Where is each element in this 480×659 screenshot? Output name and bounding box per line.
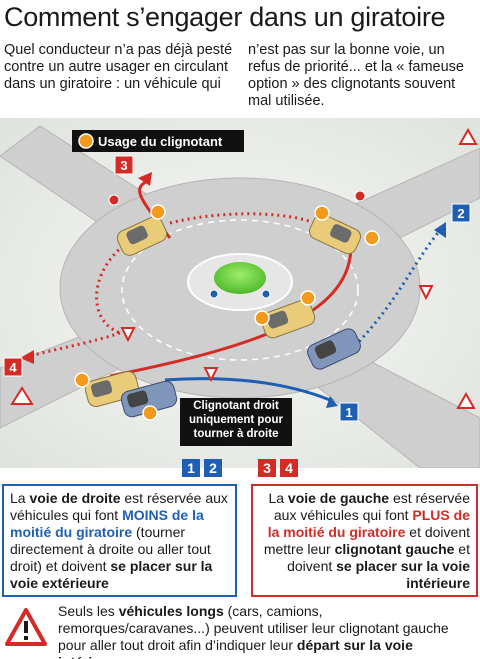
red-dotted-top — [169, 212, 321, 228]
text-span: La — [268, 490, 288, 506]
car-yellow-center — [260, 299, 316, 339]
route-number-1: 1 — [345, 405, 352, 420]
text-span: et doivent mettre leur — [263, 524, 470, 557]
text-span: La — [10, 490, 30, 506]
lane-position: se placer sur la voie intérieure — [336, 558, 470, 591]
legend-blinker-icon — [78, 133, 94, 149]
island-sign — [261, 289, 271, 299]
car-yellow-ne — [308, 213, 362, 255]
blinker-icon — [364, 230, 380, 246]
text-span: (tourner directement à droite ou aller t… — [10, 524, 211, 574]
blue-arrow-1 — [326, 396, 338, 408]
blinker-icon — [254, 310, 270, 326]
warning-sign — [458, 127, 478, 145]
text-span: et doivent — [287, 541, 470, 574]
warning-text: Seuls les véhicules longs (cars, camions… — [58, 603, 478, 659]
roundabout-illustration: Usage du clignotant Clignotant droit uni… — [0, 118, 480, 468]
callout-label: Clignotant droit uniquement pour tourner… — [189, 400, 283, 440]
blinker-icon — [150, 204, 166, 220]
text-span: est réservée aux véhicules qui font — [10, 490, 228, 523]
blue-dotted-path-2 — [353, 229, 442, 348]
red-arrow-3 — [138, 172, 152, 186]
lane-position: se placer sur la voie extérieure — [10, 558, 213, 591]
intro-text-left: Quel conducteur n’a pas déjà pesté contr… — [4, 42, 233, 92]
callout-box — [180, 398, 292, 446]
no-entry-sign — [354, 190, 366, 202]
right-lane-info-box: La voie de droite est réservée aux véhic… — [2, 484, 237, 597]
blue-path-1 — [164, 377, 331, 402]
legend-box — [72, 130, 244, 152]
lane-name: voie de droite — [29, 490, 121, 506]
yield-sign — [418, 285, 434, 301]
warning-icon — [5, 608, 47, 646]
route-number-4: 4 — [9, 360, 17, 375]
lane-name: voie de gauche — [287, 490, 390, 506]
lane-position: départ sur la voie intérieure — [58, 637, 413, 659]
route-number-3-box — [114, 155, 134, 175]
lane-signal: clignotant gauche — [334, 541, 455, 557]
blinker-icon — [74, 372, 90, 388]
red-arrow-4 — [20, 350, 34, 364]
yield-sign — [120, 327, 136, 343]
left-lane-info-box: La voie de gauche est réservée aux véhic… — [251, 484, 478, 597]
blinker-icon — [300, 290, 316, 306]
warning-sign — [10, 386, 34, 405]
intro-text-right: n’est pas sur la bonne voie, un refus de… — [248, 42, 464, 109]
yield-sign — [203, 367, 219, 383]
text-span: est réservée aux véhicules qui font — [273, 490, 470, 523]
warning-section: Seuls les véhicules longs (cars, camions… — [0, 603, 480, 659]
route-number-2-box — [451, 203, 471, 223]
road-signs — [10, 127, 478, 409]
page-title: Comment s’engager dans un giratoire — [4, 2, 446, 32]
ring-lane-line — [121, 219, 359, 361]
legend-label: Usage du clignotant — [98, 134, 223, 149]
lane-rule: MOINS de la moitié du giratoire — [10, 507, 204, 540]
vehicle-type: véhicules longs — [118, 603, 224, 619]
lane-number-badge: 4 — [280, 459, 298, 477]
route-number-2: 2 — [457, 206, 464, 221]
no-entry-sign — [108, 194, 120, 206]
blue-arrow-2 — [434, 222, 446, 238]
car-yellow-nw — [116, 216, 168, 256]
lane-rule: PLUS de la moitié du giratoire — [267, 507, 470, 540]
right-lane-numbers: 1 2 — [182, 459, 222, 477]
text-span: Seuls les — [58, 603, 119, 619]
lane-number-badge: 1 — [182, 459, 200, 477]
route-number-3: 3 — [120, 158, 127, 173]
car-blue-sw — [120, 380, 178, 418]
left-lane-numbers: 3 4 — [258, 459, 298, 477]
route-number-4-box — [3, 357, 23, 377]
lane-number-badge: 2 — [204, 459, 222, 477]
blinker-icons — [74, 204, 380, 421]
lane-number-badge: 3 — [258, 459, 276, 477]
route-number-1-box — [339, 402, 359, 422]
blinker-icon — [314, 205, 330, 221]
central-island — [214, 262, 266, 294]
island-sign — [209, 289, 219, 299]
warning-sign — [456, 391, 476, 409]
car-blue-east — [307, 328, 361, 370]
blinker-icon — [142, 405, 158, 421]
text-span: . — [122, 654, 126, 659]
text-span: (cars, camions, remorques/caravanes...) … — [58, 603, 449, 653]
